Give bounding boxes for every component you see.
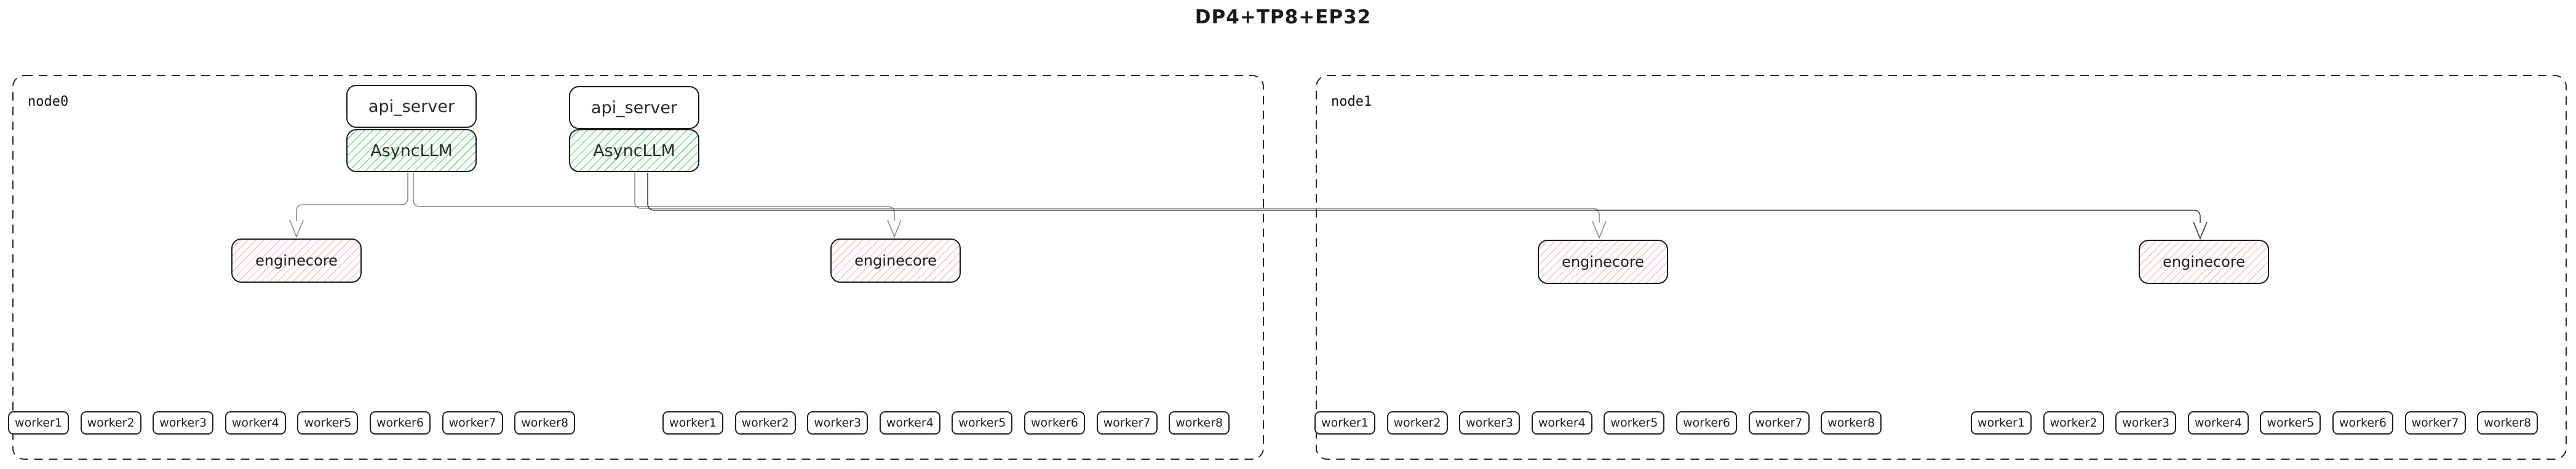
worker-box: worker3 [2115, 411, 2177, 435]
worker-box: worker2 [734, 411, 796, 435]
worker-box: worker6 [1676, 411, 1737, 435]
asyncllm-box-1: AsyncLLM [346, 129, 477, 172]
worker-box: worker1 [1971, 411, 2032, 435]
worker-box: worker3 [153, 411, 214, 435]
enginecore-label: enginecore [2163, 253, 2245, 270]
api-server-label: api_server [368, 97, 455, 116]
api-server-box-2: api_server [569, 86, 699, 129]
node0-container: node0 api_server AsyncLLM api_server Asy… [8, 76, 1263, 459]
worker-box: worker7 [1096, 411, 1158, 435]
node1-label: node1 [1331, 94, 1372, 109]
enginecore-box-1: enginecore [231, 238, 362, 283]
worker-box: worker4 [879, 411, 940, 435]
worker-box: worker2 [1386, 411, 1448, 435]
enginecore-box-4: enginecore [2139, 240, 2269, 284]
worker-box: worker2 [2043, 411, 2104, 435]
worker-box: worker1 [8, 411, 69, 435]
worker-box: worker5 [297, 411, 359, 435]
enginecore-label: enginecore [854, 252, 937, 269]
worker-box: worker8 [1821, 411, 1882, 435]
worker-box: worker6 [1024, 411, 1085, 435]
api-server-box-1: api_server [346, 85, 477, 128]
worker-row-2: worker1 worker2 worker3 worker4 worker5 worke… [662, 411, 1230, 435]
worker-box: worker4 [2187, 411, 2249, 435]
enginecore-label: enginecore [255, 252, 338, 269]
enginecore-label: enginecore [1562, 253, 1644, 270]
worker-box: worker7 [1748, 411, 1810, 435]
worker-row-3: worker1 worker2 worker3 worker4 worker5 worke… [1314, 411, 1882, 435]
asyncllm-label: AsyncLLM [593, 141, 675, 160]
worker-box: worker4 [225, 411, 286, 435]
worker-box: worker2 [80, 411, 141, 435]
node0-label: node0 [28, 94, 69, 109]
worker-box: worker6 [2332, 411, 2393, 435]
worker-box: worker5 [952, 411, 1013, 435]
worker-box: worker3 [807, 411, 869, 435]
enginecore-box-2: enginecore [830, 238, 961, 283]
diagram-title: DP4+TP8+EP32 [1195, 6, 1372, 28]
worker-box: worker4 [1531, 411, 1592, 435]
worker-box: worker1 [1314, 411, 1375, 435]
asyncllm-box-2: AsyncLLM [569, 129, 699, 172]
worker-box: worker5 [2260, 411, 2321, 435]
worker-row-1: worker1 worker2 worker3 worker4 worker5 worke… [8, 411, 576, 435]
worker-box: worker7 [442, 411, 503, 435]
worker-box: worker3 [1459, 411, 1521, 435]
worker-box: worker7 [2404, 411, 2466, 435]
worker-box: worker1 [662, 411, 723, 435]
worker-box: worker8 [1169, 411, 1230, 435]
api-server-label: api_server [590, 98, 678, 117]
worker-row-4: worker1 worker2 worker3 worker4 worker5 worke… [1971, 411, 2538, 435]
worker-box: worker8 [514, 411, 576, 435]
worker-box: worker5 [1604, 411, 1665, 435]
worker-box: worker6 [369, 411, 431, 435]
asyncllm-label: AsyncLLM [370, 141, 453, 160]
worker-box: worker8 [2477, 411, 2538, 435]
enginecore-box-3: enginecore [1538, 240, 1668, 284]
